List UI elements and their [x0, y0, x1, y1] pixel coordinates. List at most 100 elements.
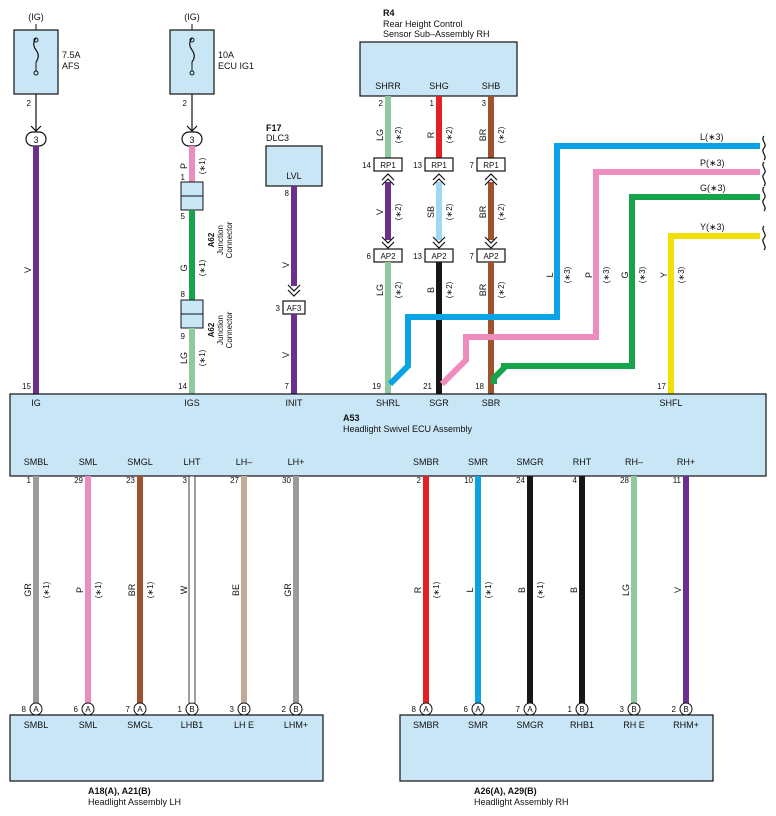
wire-shfl-y: [668, 233, 760, 394]
note-rh-smbr: (∗1): [432, 581, 441, 598]
rp1-num-13: 13: [413, 161, 422, 170]
dlc3-pin-num: 8: [285, 189, 290, 198]
a62-upper-name2: Connector: [225, 221, 234, 258]
ecu-pin-sbr: SBR: [482, 398, 501, 408]
ap2-num-7: 7: [470, 252, 475, 261]
rh-pin-smr: SMR: [468, 720, 489, 730]
lh-conn-b-1: B: [189, 705, 194, 714]
lh-conn-a-3: A: [137, 705, 143, 714]
ecu-pin-igs: IGS: [184, 398, 200, 408]
wire-shb-label-1: BR: [478, 128, 488, 141]
lh-pin-smgl: SMGL: [127, 720, 153, 730]
ecu-name: Headlight Swivel ECU Assembly: [343, 424, 473, 434]
rh-pin-smbr: SMBR: [413, 720, 440, 730]
rh-num-6: 6: [464, 705, 469, 714]
ecu-pin-smr: SMR: [468, 457, 489, 467]
lh-pin-lhm-plus: LHM+: [284, 720, 308, 730]
rh-conn-a-2: A: [475, 705, 481, 714]
rp1-label-3: RP1: [483, 161, 499, 170]
lh-num-6: 6: [74, 705, 79, 714]
ecu-bot-num-3: 3: [183, 476, 188, 485]
fuse-ecu-ig-label: (IG): [184, 12, 200, 22]
wire-shrr-lg-bottom: [385, 262, 391, 394]
fuse-ecu-connector-num: 3: [189, 135, 194, 145]
rh-conn-b-3: B: [683, 705, 688, 714]
r4-sensor-box: [359, 41, 518, 97]
rp1-num-14: 14: [362, 161, 371, 170]
wire-lh-plus-label: GR: [283, 583, 293, 597]
dlc3-pin-lvl: LVL: [286, 171, 301, 181]
ecu-top-num-shfl: 17: [657, 382, 666, 391]
ecu-pin-shrl: SHRL: [376, 398, 400, 408]
ecu-pin-rh-plus: RH+: [677, 457, 695, 467]
note-lh-smbl: (∗1): [42, 581, 51, 598]
a62-pin-1: 1: [181, 173, 186, 182]
ap2-label-3: AP2: [483, 252, 499, 261]
ecu-pin-lh-plus: LH+: [288, 457, 305, 467]
ecu-pin-sgr: SGR: [429, 398, 449, 408]
ecu-pin-lht: LHT: [183, 457, 201, 467]
note-sbr: (∗3): [638, 266, 647, 283]
ecu-bot-num-4: 4: [573, 476, 578, 485]
note-sgr: (∗3): [602, 266, 611, 283]
rh-pin-rhe: RH E: [623, 720, 645, 730]
fuse-afs-name: AFS: [62, 61, 80, 71]
lh-pin-lhb1: LHB1: [181, 720, 204, 730]
wire-igs-p-label: P: [179, 163, 189, 169]
wire-lh-sml-label: P: [75, 587, 85, 593]
wire-shrl-label: L: [545, 272, 555, 277]
wire-lh-minus-label: BE: [231, 584, 241, 596]
wire-rh-minus-label: LG: [621, 584, 631, 596]
wire-sgr-p: [439, 169, 760, 387]
ecu-a53-box: [9, 393, 767, 477]
lh-pin-sml: SML: [79, 720, 98, 730]
fuse-ecu-name: ECU IG1: [218, 61, 254, 71]
note-shb-3: (∗2): [497, 281, 506, 298]
ecu-top-num-init: 7: [285, 382, 290, 391]
r4-name2: Sensor Sub–Assembly RH: [383, 29, 490, 39]
wire-igs-g: [189, 210, 195, 300]
fuse-afs-connector-num: 3: [33, 135, 38, 145]
r4-id: R4: [383, 8, 395, 18]
ecu-bot-num-1: 1: [27, 476, 32, 485]
r4-name1: Rear Height Control: [383, 19, 463, 29]
wire-lh-smbl: [33, 476, 39, 704]
wire-shb-br-top: [488, 96, 494, 158]
ap2-num-13: 13: [413, 252, 422, 261]
rp1-label-1: RP1: [380, 161, 396, 170]
ecu-bot-num-24: 24: [516, 476, 525, 485]
a62-pin-8: 8: [181, 290, 186, 299]
a62-upper-name1: Junction: [216, 225, 225, 255]
note-lh-sml: (∗1): [94, 581, 103, 598]
a62-lower-id: A62: [207, 322, 216, 337]
f17-id: F17: [266, 123, 282, 133]
wire-rh-smr-label: L: [465, 587, 475, 592]
note-shg-3: (∗2): [445, 281, 454, 298]
ecu-bot-num-2: 2: [417, 476, 422, 485]
lh-num-8: 8: [22, 705, 27, 714]
a62-lower-name2: Connector: [225, 311, 234, 348]
lh-pin-lhe: LH E: [234, 720, 254, 730]
rh-num-7: 7: [516, 705, 521, 714]
wire-igs-g-label: G: [179, 264, 189, 271]
ecu-bot-num-23: 23: [126, 476, 135, 485]
lh-conn-a-2: A: [85, 705, 91, 714]
wire-rh-smbr: [423, 476, 429, 704]
headlight-rh-box: [399, 714, 714, 782]
wire-lh-sml: [85, 476, 91, 704]
ecu-bot-num-28: 28: [620, 476, 629, 485]
rp1-connector-2: [424, 157, 454, 172]
wire-lvl: [291, 186, 297, 286]
wire-shb-label-2: BR: [478, 205, 488, 218]
lh-conn-a-1: A: [33, 705, 39, 714]
wire-shg-label-2: SB: [426, 206, 436, 218]
wire-shrr-label-2: V: [375, 209, 385, 215]
wire-lh-smgl: [137, 476, 143, 704]
wire-sgr-label: P: [584, 272, 594, 278]
note-rh-smr: (∗1): [484, 581, 493, 598]
lh-num-3: 3: [230, 705, 235, 714]
wire-shrr-lg-top: [385, 96, 391, 158]
rh-num-1: 1: [568, 705, 573, 714]
wire-rh-plus: [683, 476, 689, 704]
ecu-pin-smgl: SMGL: [127, 457, 153, 467]
